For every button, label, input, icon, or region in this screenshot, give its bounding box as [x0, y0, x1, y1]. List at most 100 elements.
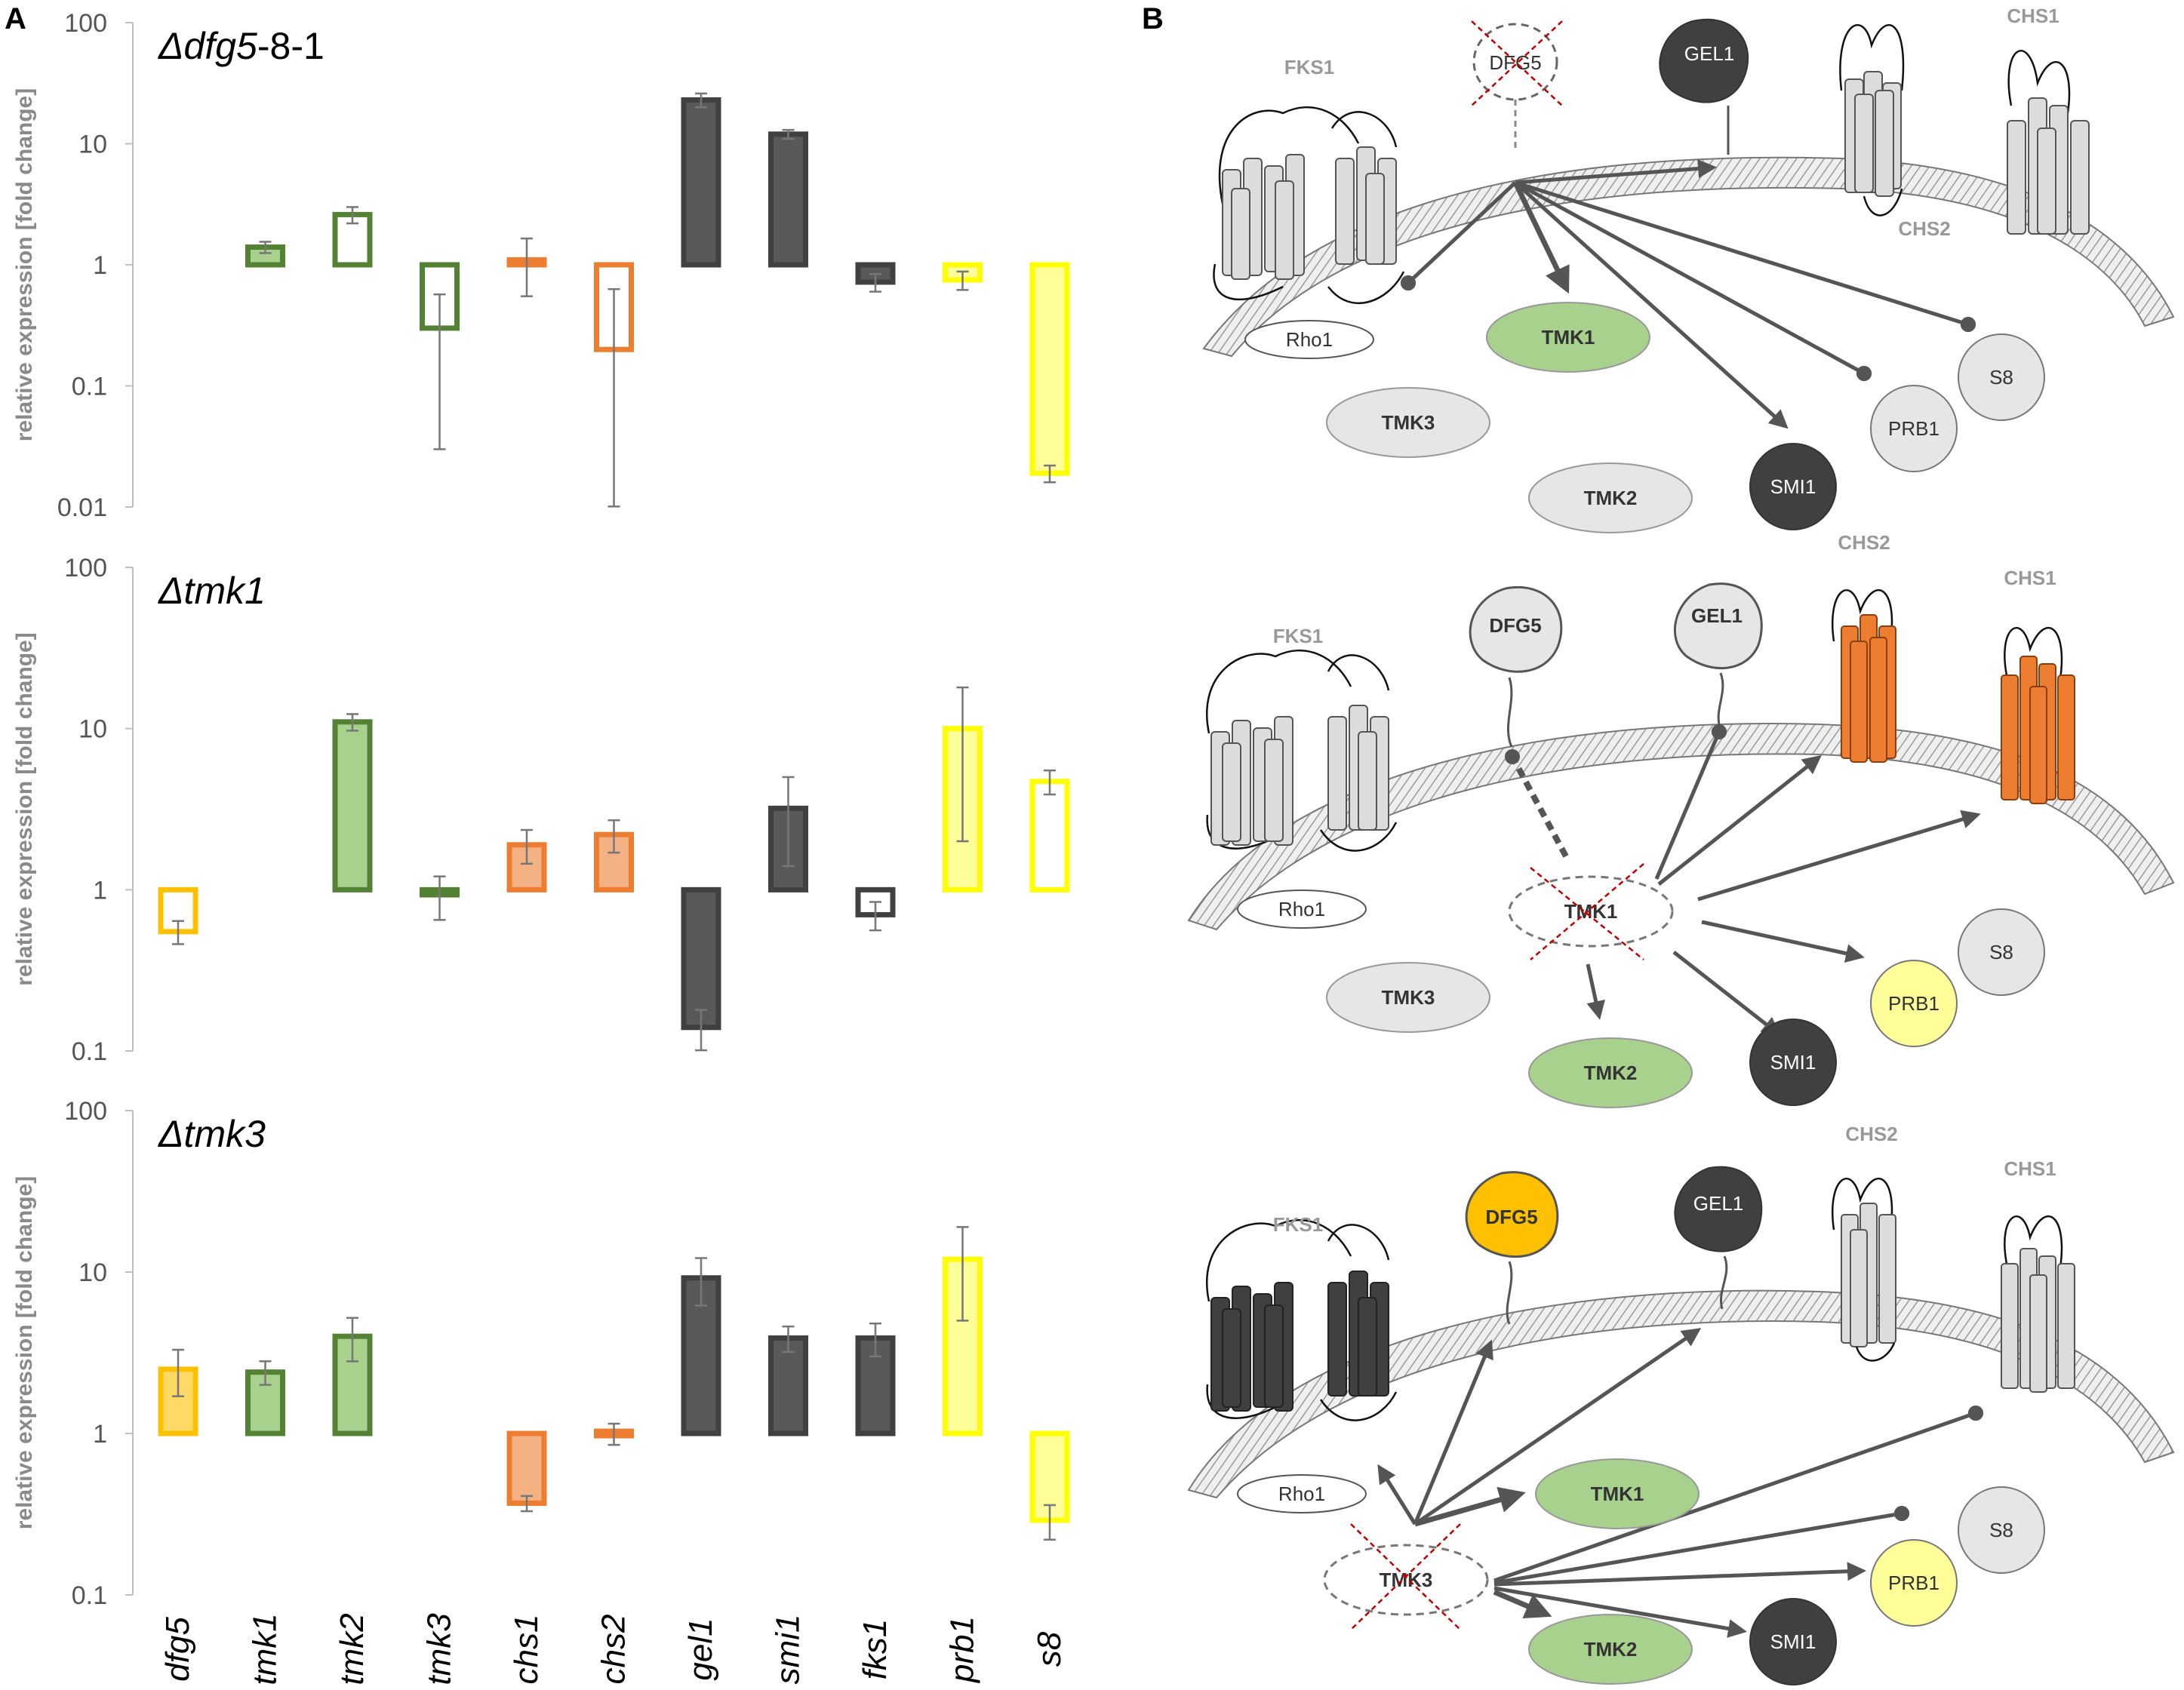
diagram-tmk1: FKS1 DFG5 GEL1 CHS2 CHS1	[1187, 531, 2175, 1108]
y-axis-label: relative expression [fold change]	[12, 88, 37, 441]
dfg5-protein: DFG5	[1469, 586, 1563, 748]
fks1-protein: FKS1	[1213, 56, 1405, 305]
y-tick-label: 1	[93, 1420, 107, 1449]
category-label-fks1: fks1	[857, 1619, 894, 1680]
tmk1-deleted: TMK1	[1508, 863, 1674, 960]
y-tick-label: 100	[64, 1097, 107, 1126]
label-prb1: PRB1	[1888, 992, 1939, 1015]
chs1-protein	[2001, 627, 2075, 804]
chart-title: Δtmk3	[158, 1113, 266, 1155]
category-label-s8: s8	[1031, 1631, 1068, 1667]
chs1-protein	[2007, 50, 2090, 235]
label-smi1: SMI1	[1770, 475, 1816, 498]
fks1-protein: FKS1	[1206, 625, 1398, 852]
label-tmk2: TMK2	[1584, 487, 1638, 509]
label-fks1: FKS1	[1284, 56, 1334, 78]
diagram-tmk3: FKS1 DFG5 GEL1 CHS2 CHS1	[1187, 1123, 2175, 1685]
label-prb1: PRB1	[1888, 417, 1939, 440]
y-axis-label: relative expression [fold change]	[12, 1176, 37, 1529]
label-s8: S8	[1989, 366, 2013, 389]
label-chs1: CHS1	[2004, 567, 2056, 589]
y-tick-label: 1	[93, 876, 107, 905]
category-label-tmk1: tmk1	[247, 1613, 284, 1685]
category-label-gel1: gel1	[682, 1618, 719, 1680]
gel1-protein: GEL1	[1659, 18, 1749, 155]
category-labels: dfg5 tmk1 tmk2 tmk3 chs1 chs2 gel1 smi1 fks1 prb1…	[159, 1613, 1068, 1685]
category-label-tmk2: tmk2	[334, 1613, 371, 1685]
y-tick-label: 10	[78, 715, 107, 744]
label-gel1: GEL1	[1684, 42, 1735, 65]
label-gel1: GEL1	[1693, 1192, 1744, 1215]
fks1-protein: FKS1	[1206, 1213, 1398, 1421]
label-tmk3: TMK3	[1382, 411, 1435, 434]
label-s8: S8	[1989, 941, 2013, 963]
diagram-dfg5: FKS1 DFG5 GEL1 CHS2 CHS1	[1202, 5, 2175, 533]
chs1-protein	[2001, 1215, 2075, 1393]
label-fks1: FKS1	[1273, 625, 1323, 647]
label-chs2: CHS2	[1838, 531, 1890, 554]
label-fks1: FKS1	[1273, 1213, 1323, 1236]
category-label-chs1: chs1	[508, 1615, 545, 1685]
chs2-protein	[1832, 589, 1896, 763]
label-chs1: CHS1	[2004, 1157, 2056, 1180]
label-rho1: Rho1	[1278, 898, 1325, 920]
label-dfg5: DFG5	[1489, 614, 1541, 637]
cell-membrane	[1187, 1289, 2175, 1499]
chs2-protein	[1832, 1178, 1896, 1362]
label-rho1: Rho1	[1286, 328, 1333, 351]
chart-title: Δtmk1	[158, 570, 266, 612]
y-tick-label: 0.1	[72, 1581, 107, 1610]
bar-tmk2	[332, 719, 373, 893]
y-tick-label: 0.1	[72, 373, 107, 401]
label-tmk2: TMK2	[1584, 1062, 1638, 1084]
y-tick-label: 100	[64, 554, 107, 582]
category-label-dfg5: dfg5	[159, 1617, 196, 1682]
gel1-protein: GEL1	[1674, 1166, 1763, 1310]
category-label-chs2: chs2	[595, 1615, 632, 1685]
label-rho1: Rho1	[1278, 1483, 1325, 1505]
label-chs1: CHS1	[2007, 5, 2059, 27]
chart-dfg5: 100 10 1 0.1 0.01 relative expression [fold c…	[12, 9, 1070, 522]
y-tick-label: 0.01	[57, 493, 107, 522]
label-chs2: CHS2	[1898, 217, 1950, 240]
panel-label-b: B	[1142, 2, 1164, 35]
label-s8: S8	[1989, 1519, 2013, 1541]
label-dfg5: DFG5	[1489, 51, 1541, 74]
bar-s8	[1029, 779, 1070, 893]
panel-label-a: A	[5, 2, 26, 35]
label-prb1: PRB1	[1888, 1572, 1939, 1594]
bar-smi1	[768, 131, 808, 268]
y-tick-label: 100	[64, 9, 107, 38]
label-smi1: SMI1	[1770, 1630, 1816, 1653]
y-tick-label: 0.1	[72, 1037, 107, 1066]
y-tick-label: 10	[78, 131, 107, 159]
label-tmk1: TMK1	[1564, 900, 1618, 923]
dfg5-protein: DFG5	[1465, 1171, 1559, 1325]
gel1-protein: GEL1	[1673, 582, 1763, 731]
label-chs2: CHS2	[1845, 1123, 1897, 1145]
bar-gel1	[681, 97, 721, 268]
chart-tmk3: 100 10 1 0.1 relative expression [fold chang…	[12, 1097, 1070, 1610]
y-tick-label: 10	[78, 1258, 107, 1287]
bar-chs1	[506, 1430, 547, 1506]
chs2-protein	[1839, 23, 1905, 217]
tmk3-deleted: TMK3	[1323, 1523, 1489, 1630]
label-tmk2: TMK2	[1584, 1638, 1638, 1661]
category-label-tmk3: tmk3	[421, 1613, 458, 1685]
dfg5-deleted: DFG5	[1471, 20, 1563, 149]
label-tmk3: TMK3	[1380, 1569, 1433, 1591]
bar-gel1	[681, 886, 721, 1031]
bar-s8	[1029, 262, 1070, 476]
y-axis-label: relative expression [fold change]	[12, 632, 37, 985]
category-label-smi1: smi1	[770, 1615, 807, 1685]
label-tmk1: TMK1	[1542, 326, 1595, 349]
y-tick-label: 1	[93, 251, 107, 280]
label-dfg5: DFG5	[1485, 1206, 1537, 1228]
chart-title: Δdfg5-8-1	[158, 25, 325, 67]
label-tmk1: TMK1	[1591, 1483, 1644, 1505]
category-label-prb1: prb1	[944, 1616, 981, 1684]
label-gel1: GEL1	[1691, 604, 1743, 627]
label-smi1: SMI1	[1770, 1051, 1816, 1074]
chart-tmk1: 100 10 1 0.1 relative expression [fold chang…	[12, 554, 1070, 1066]
